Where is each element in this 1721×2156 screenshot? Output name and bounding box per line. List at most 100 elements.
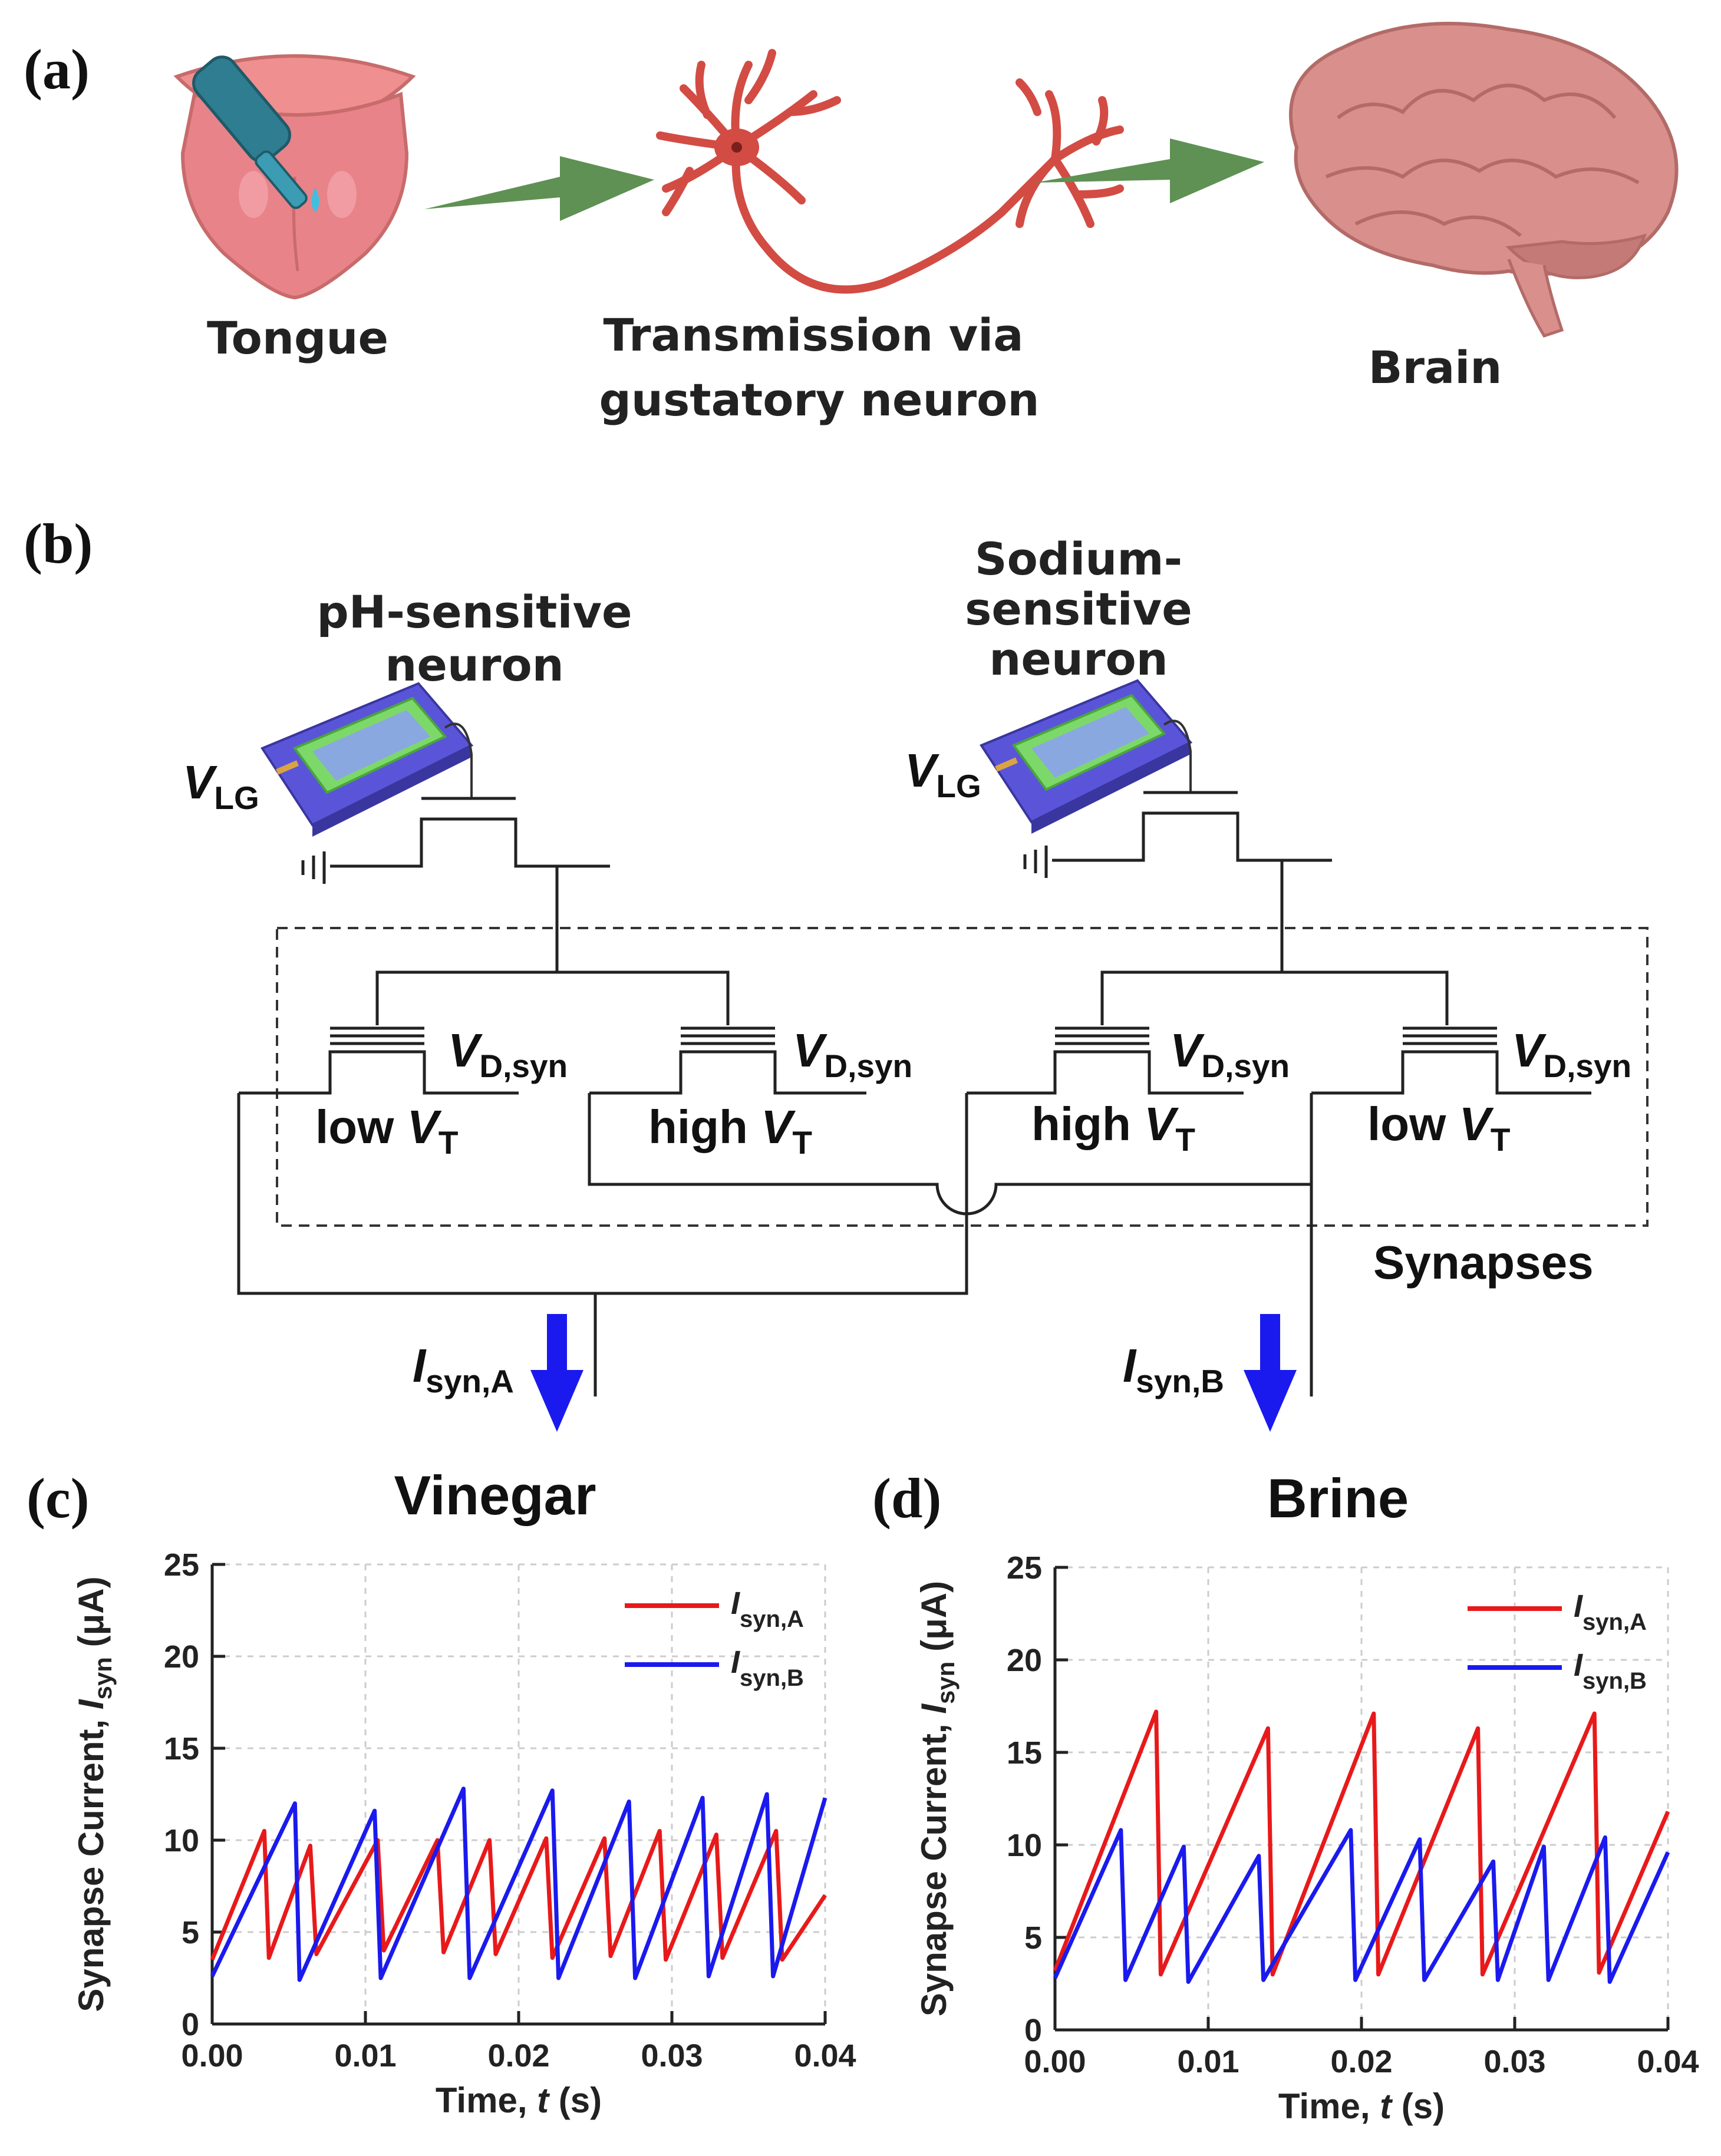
y-tick-label: 0 xyxy=(1024,2013,1042,2048)
data-point-syn-A xyxy=(1594,1713,1595,1714)
na-neuron-transistor xyxy=(1023,791,1332,943)
chart-title: Brine xyxy=(1267,1467,1409,1529)
x-axis-title: Time, t (s) xyxy=(1278,2086,1445,2126)
low-vt-label-4: low VT xyxy=(1367,1098,1511,1158)
data-point-syn-B xyxy=(558,1977,559,1979)
series-line-syn-A xyxy=(210,1828,827,1962)
panel-a: (a) xyxy=(24,22,1679,426)
x-tick-label: 0.02 xyxy=(487,2038,549,2074)
data-point-syn-B xyxy=(1667,1852,1669,1853)
data-point-syn-A xyxy=(1160,1974,1161,1975)
y-tick-label: 5 xyxy=(1024,1920,1042,1956)
data-point-syn-A xyxy=(309,1845,311,1846)
data-point-syn-A xyxy=(716,1834,717,1835)
na-neuron-label-line1: Sodium- xyxy=(975,533,1182,585)
synapses-box xyxy=(276,927,1649,1227)
data-point-syn-A xyxy=(552,1957,553,1959)
series-line-syn-B xyxy=(210,1787,827,1982)
data-point-syn-A xyxy=(1667,1811,1669,1812)
panel-c-label: (c) xyxy=(27,1467,90,1530)
y-tick-label: 20 xyxy=(1007,1643,1042,1678)
neuron-label-line1: Transmission via xyxy=(603,309,1023,361)
y-tick-label: 10 xyxy=(1007,1828,1042,1863)
isyn-b-arrow-icon xyxy=(1244,1314,1297,1432)
data-point-syn-A xyxy=(1598,1972,1600,1973)
isyn-a-arrow-icon xyxy=(530,1314,583,1432)
data-point-syn-A xyxy=(825,1895,826,1896)
neuron-label-line2: gustatory neuron xyxy=(599,374,1040,426)
synapse-transistor-4 xyxy=(1311,1026,1591,1095)
data-point-syn-A xyxy=(443,1952,444,1953)
ph-gate-bus-wires xyxy=(375,943,730,1025)
y-tick-label: 0 xyxy=(182,2007,199,2042)
na-neuron-label-line2: sensitive xyxy=(965,583,1192,635)
dropper-icon xyxy=(192,55,319,212)
x-tick-label: 0.03 xyxy=(1483,2044,1545,2079)
ph-gate-bus xyxy=(375,943,559,1025)
low-vt-label-1: low VT xyxy=(315,1101,459,1161)
y-tick-label: 5 xyxy=(182,1915,199,1950)
data-point-syn-A xyxy=(665,1959,667,1960)
x-axis-title: Time, t (s) xyxy=(436,2081,602,2120)
y-tick-label: 20 xyxy=(164,1639,199,1675)
data-point-syn-B xyxy=(1419,1839,1420,1840)
synapse-transistor-3 xyxy=(967,1026,1244,1095)
series-line-syn-A xyxy=(1053,1709,1670,1977)
output-a-wires xyxy=(237,1093,968,1396)
panel-d-label: (d) xyxy=(872,1467,941,1530)
ph-vlg-label: VLG xyxy=(183,756,259,816)
data-point-syn-A xyxy=(1373,1713,1374,1714)
data-point-syn-A xyxy=(1482,1974,1483,1975)
chart-title: Vinegar xyxy=(394,1464,596,1526)
x-tick-label: 0.00 xyxy=(181,2038,243,2074)
na-sensor-device-icon xyxy=(980,679,1193,834)
data-point-syn-B xyxy=(1258,1855,1260,1857)
data-point-syn-A xyxy=(1272,1974,1273,1975)
high-vt-label-3: high VT xyxy=(1031,1098,1195,1158)
y-tick-label: 15 xyxy=(164,1731,199,1767)
legend-label: Isyn,B xyxy=(731,1645,804,1691)
data-point-syn-A xyxy=(489,1840,490,1841)
flow-arrow-2 xyxy=(1034,138,1264,203)
neuron-nucleus-dot-icon xyxy=(731,142,742,153)
legend-label: Isyn,A xyxy=(1574,1589,1647,1635)
data-point-syn-A xyxy=(212,1959,213,1960)
brain-label: Brain xyxy=(1369,341,1502,394)
ph-neuron-label-line2: neuron xyxy=(385,639,564,691)
data-point-syn-A xyxy=(1378,1974,1379,1975)
data-point-syn-A xyxy=(722,1957,723,1959)
vdsyn-label-1: VD,syn xyxy=(448,1024,568,1084)
x-tick-label: 0.01 xyxy=(1177,2044,1239,2079)
brain-icon xyxy=(1289,22,1679,338)
data-point-syn-B xyxy=(469,1977,470,1979)
y-tick-label: 25 xyxy=(164,1547,199,1583)
panel-b-label: (b) xyxy=(24,512,93,575)
synapse-transistor-2 xyxy=(589,1026,866,1095)
x-tick-label: 0.04 xyxy=(794,2038,856,2074)
isyn-a-label: Isyn,A xyxy=(413,1339,514,1399)
ph-neuron-label-line1: pH-sensitive xyxy=(316,586,632,638)
data-point-syn-B xyxy=(463,1788,464,1789)
output-b-wires xyxy=(588,1093,1313,1396)
panel-a-label: (a) xyxy=(24,38,90,101)
neuron-icon xyxy=(656,49,1124,294)
na-neuron-label-line3: neuron xyxy=(989,633,1168,685)
y-tick-label: 25 xyxy=(1007,1550,1042,1586)
series-line-syn-B xyxy=(1053,1828,1670,1984)
high-vt-label-2: high VT xyxy=(648,1101,812,1161)
data-point-syn-A xyxy=(1054,1970,1056,1972)
na-vlg-label: VLG xyxy=(905,744,981,804)
y-axis-title: Synapse Current, Isyn (μA) xyxy=(914,1581,960,2016)
y-axis-title: Synapse Current, Isyn (μA) xyxy=(71,1576,117,2012)
x-tick-label: 0.00 xyxy=(1024,2044,1086,2079)
data-point-syn-B xyxy=(1054,1977,1056,1979)
vdsyn-label-3: VD,syn xyxy=(1170,1024,1290,1084)
panel-b: (b) pH-sensitive neuron Sodium- sensitiv… xyxy=(24,512,1649,1432)
data-point-syn-A xyxy=(437,1840,438,1841)
x-tick-label: 0.04 xyxy=(1637,2044,1699,2079)
vdsyn-label-4: VD,syn xyxy=(1512,1024,1631,1084)
x-tick-label: 0.01 xyxy=(334,2038,396,2074)
